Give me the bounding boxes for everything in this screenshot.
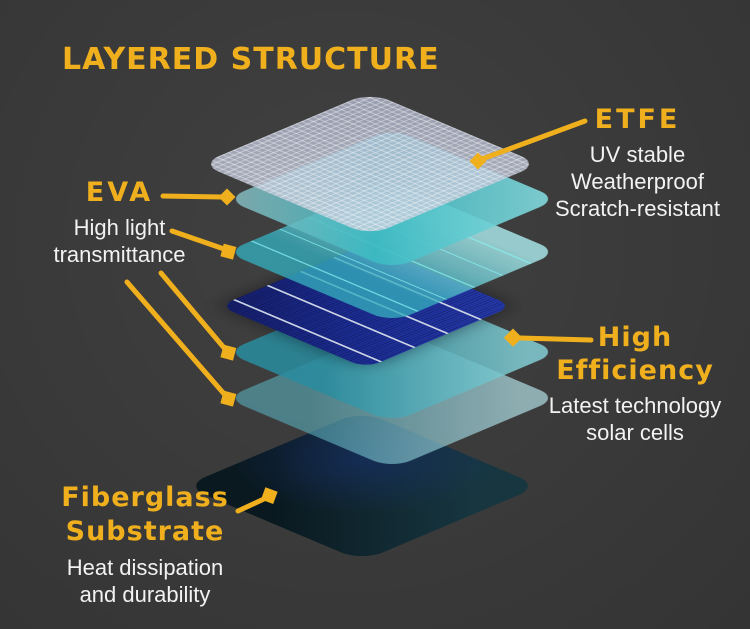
fiberglass-line-1: Heat dissipation	[66, 555, 224, 580]
high-efficiency-title-line-2: Efficiency	[556, 355, 714, 386]
eva-line-2: transmittance	[53, 242, 186, 267]
eva-line-1: High light	[73, 215, 166, 240]
eva-title: EVA	[85, 177, 154, 208]
eva-description: High light transmittance	[22, 214, 217, 268]
fiberglass-title: Fiberglass Substrate	[35, 481, 255, 549]
fiberglass-title-line-2: Substrate	[65, 516, 225, 547]
etfe-title: ETFE	[594, 104, 681, 135]
high-efficiency-line-1: Latest technology	[548, 393, 722, 418]
etfe-line-1: UV stable	[589, 142, 686, 167]
high-efficiency-title-line-1: High	[597, 322, 673, 353]
fiberglass-label-group: Fiberglass Substrate Heat dissipation an…	[35, 481, 255, 608]
etfe-description: UV stable Weatherproof Scratch-resistant	[520, 141, 750, 222]
etfe-line-3: Scratch-resistant	[554, 196, 721, 221]
page-title: LAYERED STRUCTURE	[62, 42, 440, 77]
high-efficiency-title: High Efficiency	[515, 321, 750, 387]
etfe-label-group: ETFE UV stable Weatherproof Scratch-resi…	[520, 103, 750, 222]
fiberglass-description: Heat dissipation and durability	[35, 554, 255, 608]
etfe-line-2: Weatherproof	[571, 169, 704, 194]
eva-label-group: EVA High light transmittance	[22, 176, 217, 268]
high-efficiency-description: Latest technology solar cells	[515, 392, 750, 446]
fiberglass-title-line-1: Fiberglass	[61, 482, 229, 513]
fiberglass-line-2: and durability	[79, 582, 211, 607]
high-efficiency-line-2: solar cells	[586, 420, 684, 445]
high-efficiency-label-group: High Efficiency Latest technology solar …	[515, 321, 750, 446]
